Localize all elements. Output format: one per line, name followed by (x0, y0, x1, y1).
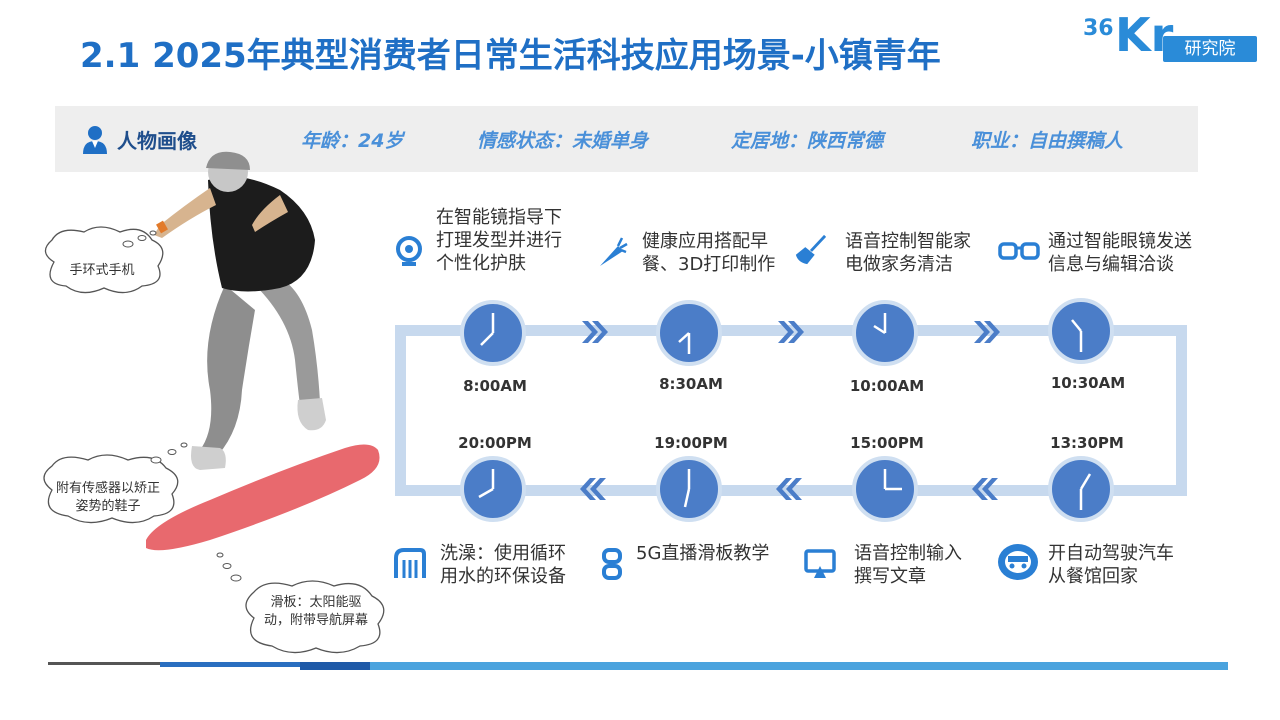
persona-label: 人物画像 (117, 129, 197, 153)
time-label: 13:30PM (1050, 434, 1124, 452)
callout-board-text: 滑板：太阳能驱动，附带导航屏幕 (264, 595, 369, 628)
skateboard (146, 444, 380, 551)
callout-bubble-board (245, 580, 385, 654)
clock-icon (460, 300, 526, 366)
chevron-right-icon (778, 321, 804, 343)
persona-status: 情感状态：未婚单身 (477, 130, 649, 152)
callout-dots-shoes (150, 442, 188, 464)
chevron-right-icon (582, 321, 608, 343)
clock-icon (852, 300, 918, 366)
shower-icon (394, 548, 426, 578)
glasses-icon (998, 242, 1040, 260)
page-title: 2.1 2025年典型消费者日常生活科技应用场景-小镇青年 (80, 36, 941, 76)
callout-dots-board (216, 552, 242, 582)
footer-divider (300, 662, 375, 670)
footer-divider (370, 662, 1228, 670)
time-label: 8:00AM (463, 377, 527, 395)
logo-number: 36 (1083, 16, 1114, 41)
callout-watch-text: 手环式手机 (69, 263, 135, 278)
chevron-right-icon (974, 321, 1000, 343)
activity-text: 在智能镜指导下 打理发型并进行 个性化护肤 (436, 207, 562, 274)
skater-illustration (146, 151, 380, 551)
persona-job: 职业：自由撰稿人 (971, 130, 1124, 152)
time-label: 20:00PM (458, 434, 532, 452)
broom-icon (795, 234, 826, 265)
chain-icon (602, 548, 622, 580)
activity-text: 通过智能眼镜发送 信息与编辑洽谈 (1048, 231, 1192, 275)
persona-age: 年龄：24岁 (301, 130, 404, 152)
monitor-icon (804, 549, 836, 578)
clock-icon (656, 456, 722, 522)
clock-icon (852, 456, 918, 522)
persona-bar: 人物画像 年龄：24岁 情感状态：未婚单身 定居地：陕西常德 职业：自由撰稿人 (55, 106, 1198, 172)
callout-bubble-shoes (43, 454, 179, 524)
chevron-left-icon (776, 478, 802, 500)
logo-box: 研究院 (1163, 36, 1257, 62)
smart-mirror-icon (396, 236, 422, 266)
callout-dots-watch (122, 230, 157, 248)
activity-text: 开自动驾驶汽车 从餐馆回家 (1048, 543, 1174, 587)
callout-bubble-watch (44, 226, 164, 294)
time-label: 15:00PM (850, 434, 924, 452)
footer-divider (160, 662, 310, 667)
activity-text: 5G直播滑板教学 (636, 543, 770, 564)
person-icon (83, 126, 107, 154)
clock-icon (1048, 298, 1114, 364)
time-label: 19:00PM (654, 434, 728, 452)
callout-shoes-text: 附有传感器以矫正姿势的鞋子 (55, 481, 160, 514)
time-label: 10:00AM (849, 377, 925, 395)
brand-logo: 36 Kr 研究院 (1083, 8, 1258, 64)
steering-wheel-icon (998, 544, 1038, 580)
time-label: 8:30AM (659, 375, 723, 393)
activity-text: 健康应用搭配早 餐、3D打印制作 (642, 231, 776, 275)
time-label: 10:30AM (1050, 374, 1126, 392)
chevron-left-icon (972, 478, 998, 500)
clock-icon (656, 300, 722, 366)
activity-text: 洗澡：使用循环 用水的环保设备 (440, 543, 566, 587)
activity-text: 语音控制输入 撰写文章 (854, 543, 962, 587)
carrot-icon (600, 237, 628, 266)
footer-divider (48, 662, 168, 665)
persona-residence: 定居地：陕西常德 (731, 130, 884, 152)
clock-icon (460, 456, 526, 522)
activity-text: 语音控制智能家 电做家务清洁 (845, 231, 971, 275)
clock-icon (1048, 456, 1114, 522)
chevron-left-icon (580, 478, 606, 500)
